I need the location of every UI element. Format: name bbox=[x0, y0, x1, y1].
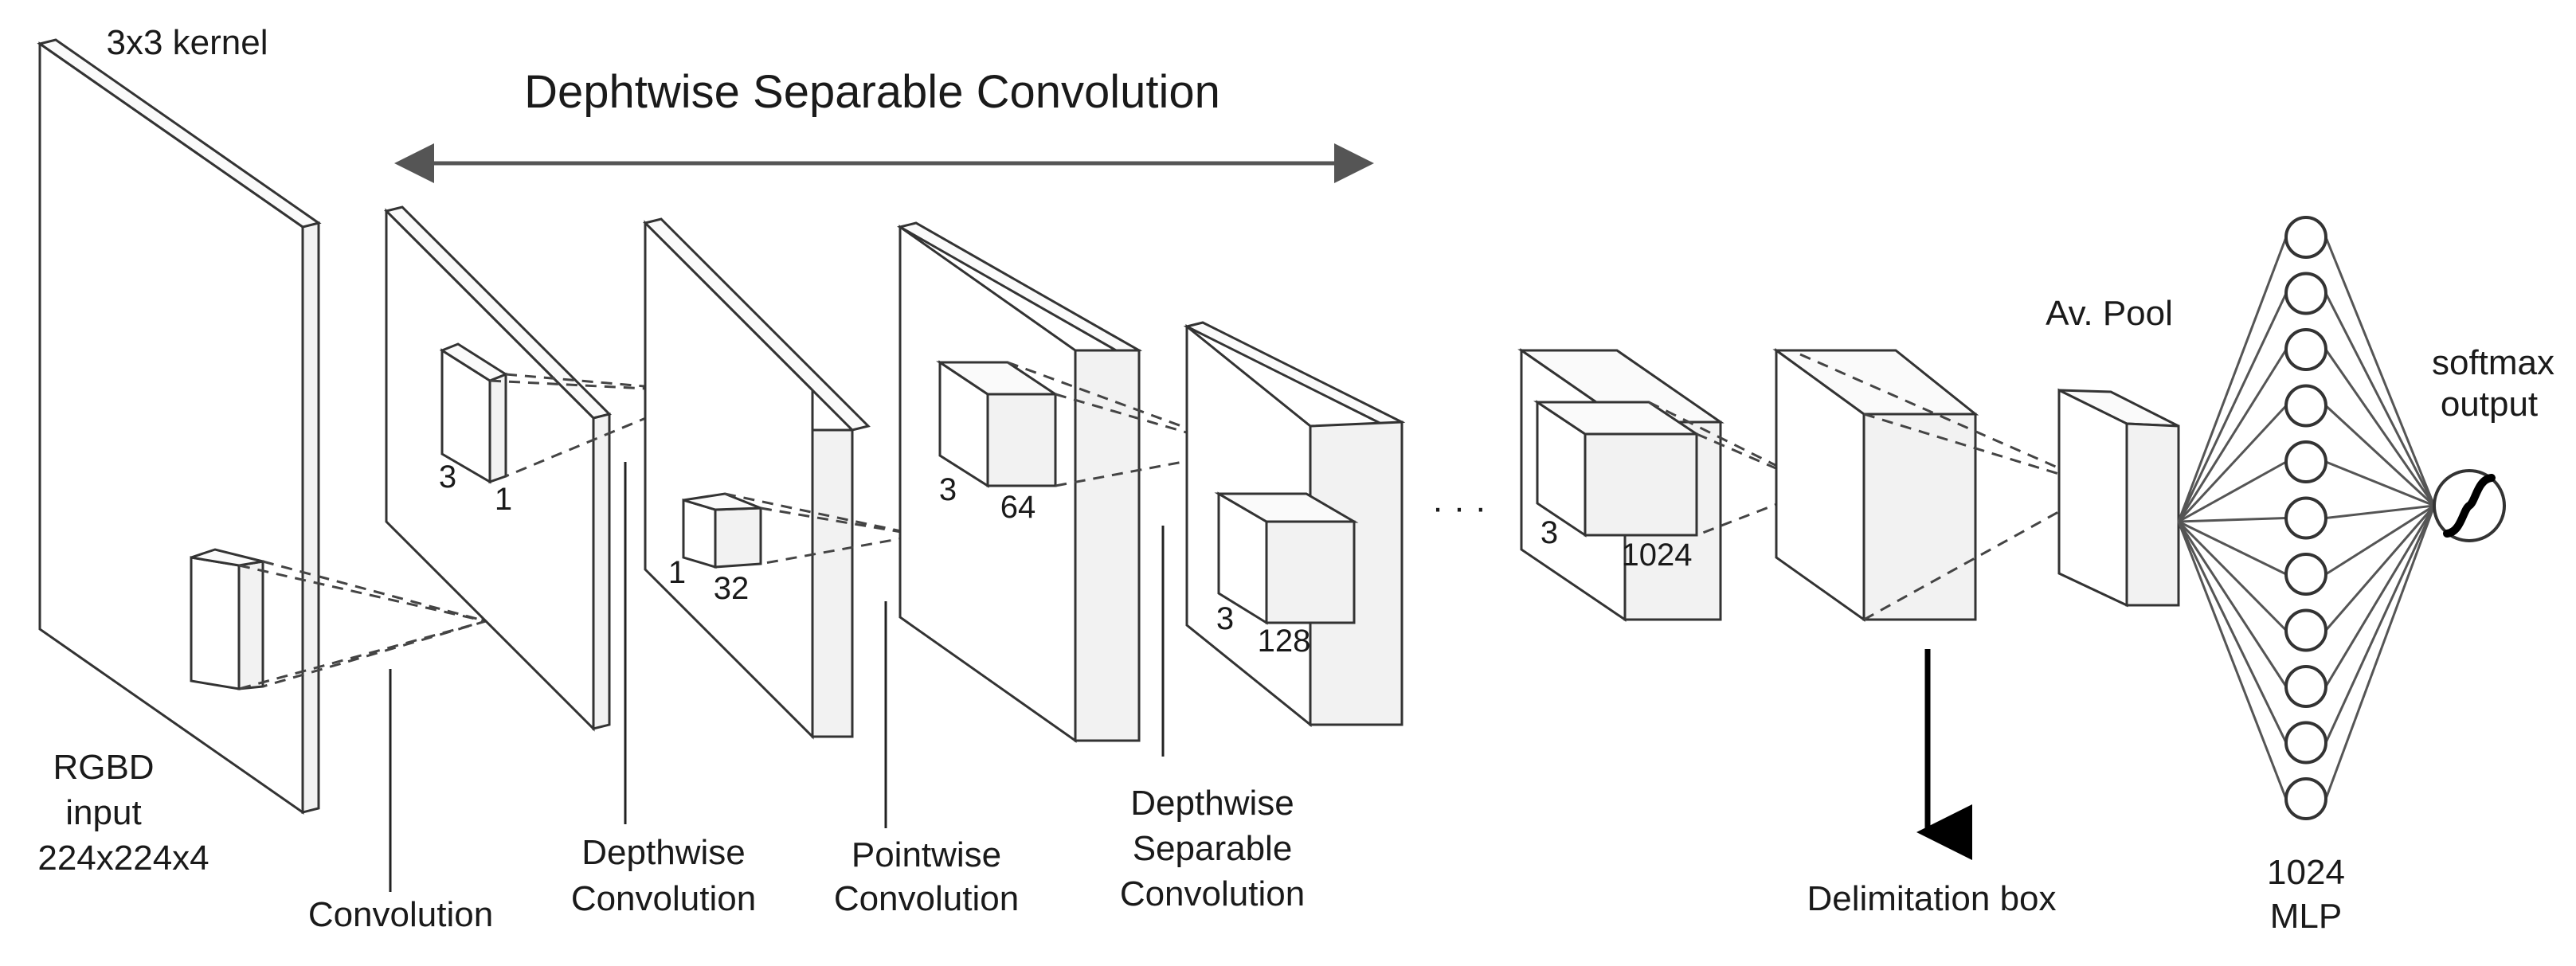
mlp-output-edge bbox=[2324, 349, 2436, 506]
conv-slab-2 bbox=[643, 217, 871, 740]
mlp-node bbox=[2284, 777, 2327, 820]
avpool-label: Av. Pool bbox=[2046, 294, 2173, 333]
input-slab bbox=[37, 38, 322, 815]
softmax-node bbox=[2433, 469, 2506, 542]
softmax-label-1: softmax bbox=[2432, 343, 2554, 382]
mlp-label-2: MLP bbox=[2270, 897, 2342, 936]
mlp-input-edge bbox=[2177, 521, 2288, 744]
slab2-dim-b: 32 bbox=[714, 571, 750, 606]
mlp-input-edge bbox=[2177, 292, 2288, 522]
mlp-output-edge bbox=[2324, 292, 2436, 506]
mlp-node bbox=[2284, 272, 2327, 315]
slab2-dim-a: 1 bbox=[668, 555, 686, 590]
depthwise-label-1: Depthwise bbox=[581, 833, 745, 872]
mlp-input-edge bbox=[2177, 405, 2288, 523]
mlp-output-edge bbox=[2325, 504, 2435, 519]
delimitation-label: Delimitation box bbox=[1807, 879, 2056, 918]
rgbd-label-2: input bbox=[65, 793, 141, 832]
slab4-cube bbox=[1214, 491, 1359, 625]
softmax-label-2: output bbox=[2441, 385, 2538, 424]
mlp-input-edge bbox=[2177, 349, 2288, 522]
mlp-network bbox=[2177, 216, 2436, 820]
slab4-dim-a: 3 bbox=[1216, 601, 1234, 636]
convolution-label: Convolution bbox=[308, 895, 493, 934]
mlp-label-1: 1024 bbox=[2267, 853, 2345, 892]
mlp-input-edge bbox=[2177, 521, 2288, 687]
mlp-input-edge bbox=[2178, 520, 2287, 576]
mlp-node bbox=[2284, 216, 2327, 259]
mlp-node bbox=[2284, 665, 2327, 708]
avpool-slab bbox=[2057, 388, 2180, 608]
slab5-cube bbox=[1533, 400, 1701, 538]
conv-slab-6 bbox=[1772, 348, 1979, 622]
dsep-label-2: Separable bbox=[1133, 829, 1293, 868]
slab5-dim-b: 1024 bbox=[1622, 538, 1693, 573]
mlp-node bbox=[2284, 496, 2327, 540]
mlp-input-edge bbox=[2177, 520, 2288, 632]
mlp-node bbox=[2284, 384, 2327, 428]
mlp-input-edge bbox=[2177, 237, 2288, 522]
mlp-output-edge bbox=[2324, 505, 2436, 687]
slab1-dim-b: 1 bbox=[495, 482, 512, 517]
mlp-node bbox=[2284, 440, 2327, 483]
dsep-label-3: Convolution bbox=[1120, 874, 1305, 913]
mlp-output-edge bbox=[2324, 505, 2436, 800]
mlp-input-edge bbox=[2177, 521, 2288, 800]
pointwise-label-1: Pointwise bbox=[851, 835, 1001, 874]
kernel-label: 3x3 kernel bbox=[106, 23, 268, 62]
rgbd-label-3: 224x224x4 bbox=[37, 839, 209, 878]
slab2-cube bbox=[682, 492, 762, 569]
mlp-input-edge bbox=[2178, 517, 2287, 523]
mlp-output-edge bbox=[2324, 405, 2436, 507]
mlp-output-edge bbox=[2325, 504, 2435, 576]
sigmoid-icon bbox=[2443, 474, 2496, 538]
mlp-output-edge bbox=[2324, 505, 2436, 632]
mlp-input-edge bbox=[2178, 460, 2287, 523]
mlp-node bbox=[2284, 721, 2327, 765]
slab3-dim-b: 64 bbox=[1000, 490, 1036, 525]
slab3-cube bbox=[936, 360, 1059, 488]
slab4-dim-b: 128 bbox=[1258, 624, 1311, 659]
slab1-dim-a: 3 bbox=[439, 460, 456, 495]
input-kernel-cube bbox=[190, 548, 264, 690]
mlp-output-edge bbox=[2324, 237, 2436, 506]
ellipsis: · · · bbox=[1432, 488, 1486, 527]
depthwise-label-2: Convolution bbox=[571, 879, 756, 918]
mlp-node bbox=[2284, 328, 2327, 371]
mlp-node bbox=[2284, 608, 2327, 652]
mlp-node bbox=[2284, 553, 2327, 596]
slab5-dim-a: 3 bbox=[1541, 515, 1558, 550]
pointwise-label-2: Convolution bbox=[834, 879, 1019, 918]
slab1-cube bbox=[439, 342, 509, 484]
rgbd-label-1: RGBD bbox=[53, 748, 154, 787]
mlp-output-edge bbox=[2325, 460, 2435, 507]
mlp-output-edge bbox=[2324, 505, 2436, 744]
slab3-dim-a: 3 bbox=[939, 472, 957, 507]
dsc-title: Dephtwise Separable Convolution bbox=[524, 66, 1220, 118]
dsep-label-1: Depthwise bbox=[1130, 784, 1294, 823]
